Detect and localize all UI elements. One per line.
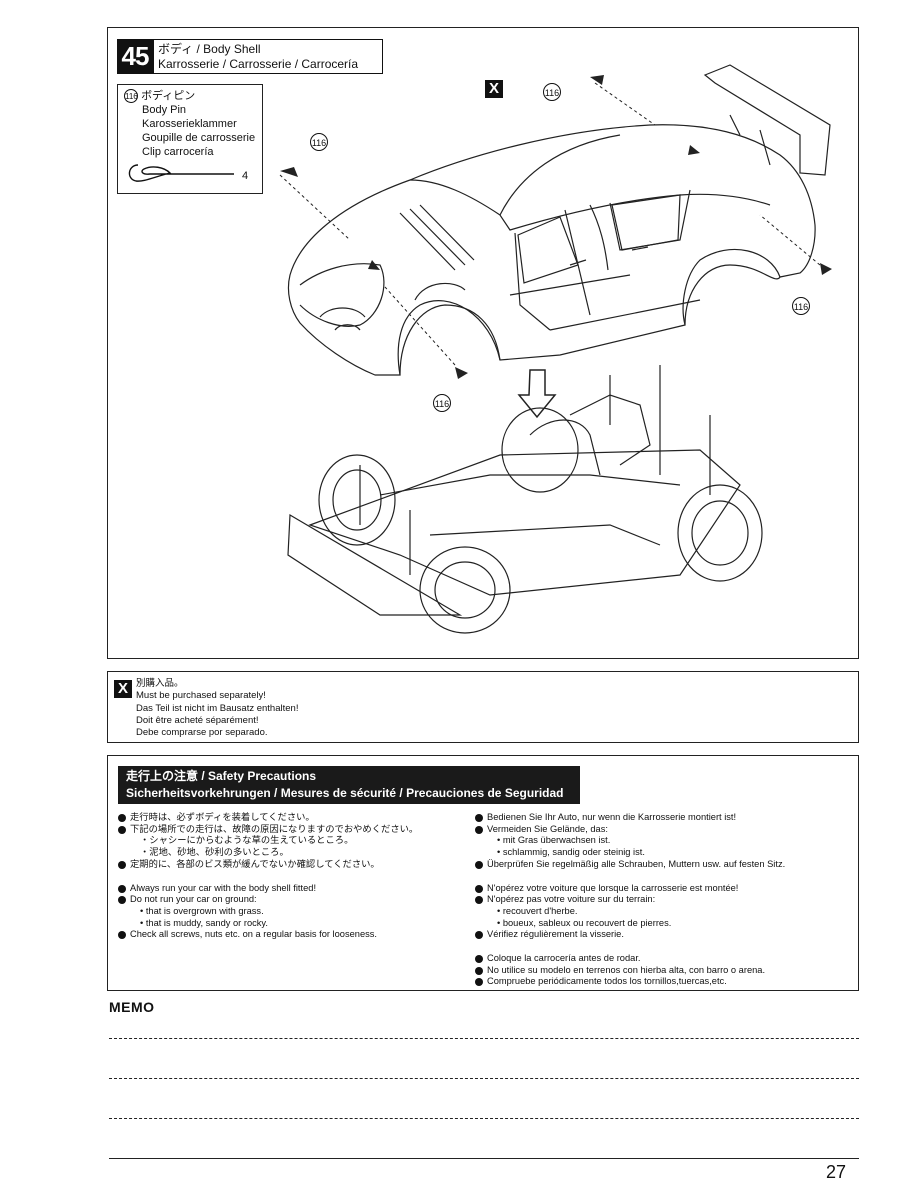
safety-item: N'opérez pas votre voiture sur du terrai… [475, 894, 785, 906]
safety-item: Überprüfen Sie regelmäßig alle Schrauben… [475, 859, 785, 871]
step-title-line1: ボディ / Body Shell [158, 42, 261, 56]
safety-heading-line2: Sicherheitsvorkehrungen / Mesures de séc… [126, 786, 564, 800]
safety-column-left: 走行時は、必ずボディを装着してください。 下記の場所での走行は、故障の原因になり… [118, 812, 418, 941]
body-shell-illustration [279, 64, 832, 634]
part-callout-bottom: 116 [433, 394, 451, 412]
safety-item: 下記の場所での走行は、故障の原因になりますのでおやめください。 [118, 824, 418, 836]
part-name-de: Karosserieklammer [142, 118, 237, 131]
memo-line [109, 1038, 859, 1039]
part-name-ja: ボディピン [141, 90, 196, 102]
safety-item: N'opérez votre voiture que lorsque la ca… [475, 883, 785, 895]
x-note-mark: X [114, 680, 132, 698]
safety-subitem: • recouvert d'herbe. [497, 905, 578, 916]
safety-item: No utilice su modelo en terrenos con hie… [475, 965, 785, 977]
footer-rule [109, 1158, 859, 1159]
part-callout-right: 116 [792, 297, 810, 315]
x-note-line: Debe comprarse por separado. [136, 727, 268, 739]
safety-subitem: • mit Gras überwachsen ist. [497, 835, 611, 846]
safety-item: 走行時は、必ずボディを装着してください。 [118, 812, 418, 824]
separate-purchase-note: X 別購入品。 Must be purchased separately! Da… [107, 671, 859, 743]
part-callout-top: 116 [543, 83, 561, 101]
safety-subitem: • that is overgrown with grass. [140, 905, 264, 916]
x-marker: X [485, 80, 503, 98]
memo-label: MEMO [109, 999, 155, 1015]
safety-item: Coloque la carrocería antes de rodar. [475, 953, 785, 965]
step-frame [107, 27, 859, 659]
memo-line [109, 1118, 859, 1119]
part-name-fr: Goupille de carrosserie [142, 132, 256, 145]
safety-subitem: • boueux, sableux ou recouvert de pierre… [497, 917, 672, 928]
safety-item: Always run your car with the body shell … [118, 883, 418, 895]
x-note-line: Das Teil ist nicht im Bausatz enthalten! [136, 702, 299, 714]
page-number: 27 [826, 1162, 847, 1182]
x-note-line: 別購入品。 [136, 678, 184, 689]
part-name-es: Clip carrocería [142, 146, 214, 159]
safety-item: 定期的に、各部のビス類が緩んでないか確認してください。 [118, 859, 418, 871]
safety-column-right: Bedienen Sie Ihr Auto, nur wenn die Karr… [475, 812, 785, 988]
step-number: 45 [117, 39, 153, 74]
x-note-line: Doit être acheté séparément! [136, 714, 259, 726]
safety-subitem: • schlammig, sandig oder steinig ist. [497, 847, 645, 858]
part-quantity: 4 [242, 170, 249, 182]
step-title-line2: Karrosserie / Carrosserie / Carrocería [158, 57, 359, 71]
safety-item: Check all screws, nuts etc. on a regular… [118, 929, 418, 941]
safety-item: Vermeiden Sie Gelände, das: [475, 824, 785, 836]
step-title: ボディ / Body Shell Karrosserie / Carrosser… [153, 39, 383, 74]
safety-precautions: 走行上の注意 / Safety Precautions Sicherheitsv… [107, 755, 859, 991]
body-pin-icon [128, 164, 234, 182]
x-note-line: Must be purchased separately! [136, 690, 266, 702]
part-name-en: Body Pin [142, 104, 187, 117]
safety-item: Bedienen Sie Ihr Auto, nur wenn die Karr… [475, 812, 785, 824]
safety-subitem: ・泥地、砂地、砂利の多いところ。 [140, 847, 289, 858]
safety-subitem: ・シャシーにからむような草の生えているところ。 [140, 835, 354, 846]
safety-item: Do not run your car on ground: [118, 894, 418, 906]
safety-subitem: • that is muddy, sandy or rocky. [140, 917, 268, 928]
part-callout-left: 116 [310, 133, 328, 151]
safety-heading-line1: 走行上の注意 / Safety Precautions [126, 769, 317, 783]
part-number-badge: 116 [124, 89, 138, 104]
parts-legend: 116 ボディピン Body Pin Karosserieklammer Gou… [117, 84, 263, 194]
safety-heading: 走行上の注意 / Safety Precautions Sicherheitsv… [118, 766, 580, 804]
memo-line [109, 1078, 859, 1079]
safety-item: Compruebe periódicamente todos los torni… [475, 976, 785, 988]
safety-item: Vérifiez régulièrement la visserie. [475, 929, 785, 941]
